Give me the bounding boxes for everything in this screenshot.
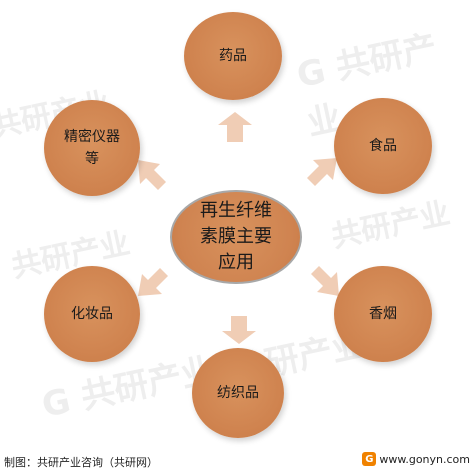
node-instruments: 精密仪器等 xyxy=(44,100,140,196)
source-caption: 制图：共研产业咨询（共研网） xyxy=(4,456,158,469)
node-label: 纺织品 xyxy=(217,385,259,401)
footer-brand: G www.gonyn.com xyxy=(362,452,470,466)
node-label: 药品 xyxy=(219,48,247,64)
arrow-down-icon xyxy=(222,316,256,344)
node-medicine: 药品 xyxy=(184,12,282,100)
node-label: 化妆品 xyxy=(71,306,113,322)
arrow-lower-left-icon xyxy=(138,268,168,296)
arrow-upper-left-icon xyxy=(138,160,166,190)
node-food: 食品 xyxy=(334,98,432,194)
node-label: 香烟 xyxy=(369,306,397,322)
watermark: G 共研产业 xyxy=(38,350,219,426)
arrow-lower-right-icon xyxy=(311,266,339,296)
node-cosmetics: 化妆品 xyxy=(44,266,140,362)
node-textile: 纺织品 xyxy=(192,348,284,438)
center-label: 再生纤维素膜主要应用 xyxy=(200,200,272,273)
watermark: 共研产业 xyxy=(328,195,454,256)
center-node: 再生纤维素膜主要应用 xyxy=(170,190,302,284)
node-label: 精密仪器等 xyxy=(64,129,120,167)
arrow-upper-right-icon xyxy=(307,158,337,186)
arrow-up-icon xyxy=(218,112,252,142)
footer-site: www.gonyn.com xyxy=(379,452,470,466)
node-tobacco: 香烟 xyxy=(334,266,432,362)
node-label: 食品 xyxy=(369,138,397,154)
brand-logo-icon: G xyxy=(362,452,377,466)
